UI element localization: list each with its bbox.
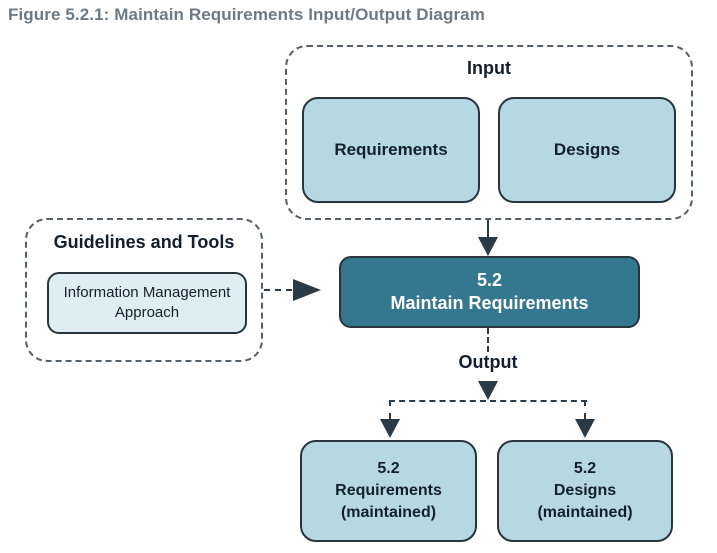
input-to-process-line bbox=[487, 220, 489, 238]
input-group-label: Input bbox=[467, 58, 511, 78]
output-box-requirements-qualifier: (maintained) bbox=[340, 504, 437, 521]
output-box-requirements-number: 5.2 bbox=[377, 460, 400, 477]
input-box-requirements-label: Requirements bbox=[334, 140, 448, 159]
guidelines-group-label: Guidelines and Tools bbox=[53, 232, 235, 252]
process-box: 5.2 Maintain Requirements bbox=[339, 256, 640, 328]
output-arrowhead-icon bbox=[478, 381, 498, 400]
output-box-designs: 5.2 Designs (maintained) bbox=[497, 440, 673, 542]
output-box-designs-number: 5.2 bbox=[573, 460, 597, 477]
input-box-requirements: Requirements bbox=[302, 97, 480, 203]
output-box-requirements-label: Requirements bbox=[335, 482, 442, 499]
input-group: Input Requirements Designs bbox=[285, 45, 693, 220]
guidelines-to-process-line bbox=[264, 289, 292, 291]
process-to-output-line bbox=[487, 328, 489, 352]
output-right-drop-line bbox=[584, 400, 586, 419]
info-management-approach-line2: Approach bbox=[114, 304, 180, 321]
output-box-designs-label: Designs bbox=[553, 482, 617, 499]
output-box-requirements: 5.2 Requirements (maintained) bbox=[300, 440, 477, 542]
output-left-drop-line bbox=[389, 400, 391, 419]
process-box-name: Maintain Requirements bbox=[390, 293, 589, 313]
output-right-arrowhead-icon bbox=[575, 419, 595, 438]
guidelines-to-process-arrowhead-icon bbox=[293, 279, 321, 301]
guidelines-group: Guidelines and Tools Information Managem… bbox=[25, 218, 263, 362]
input-box-designs-label: Designs bbox=[553, 140, 621, 159]
figure-title: Figure 5.2.1: Maintain Requirements Inpu… bbox=[8, 5, 485, 24]
output-label: Output bbox=[438, 352, 538, 373]
process-box-number: 5.2 bbox=[476, 270, 503, 290]
output-left-arrowhead-icon bbox=[380, 419, 400, 438]
input-to-process-arrowhead-icon bbox=[478, 237, 498, 256]
info-management-approach-line1: Information Management bbox=[63, 284, 231, 301]
output-box-designs-qualifier: (maintained) bbox=[537, 504, 633, 521]
output-split-line bbox=[389, 400, 587, 402]
info-management-approach-box: Information Management Approach bbox=[47, 272, 247, 334]
input-box-designs: Designs bbox=[498, 97, 676, 203]
